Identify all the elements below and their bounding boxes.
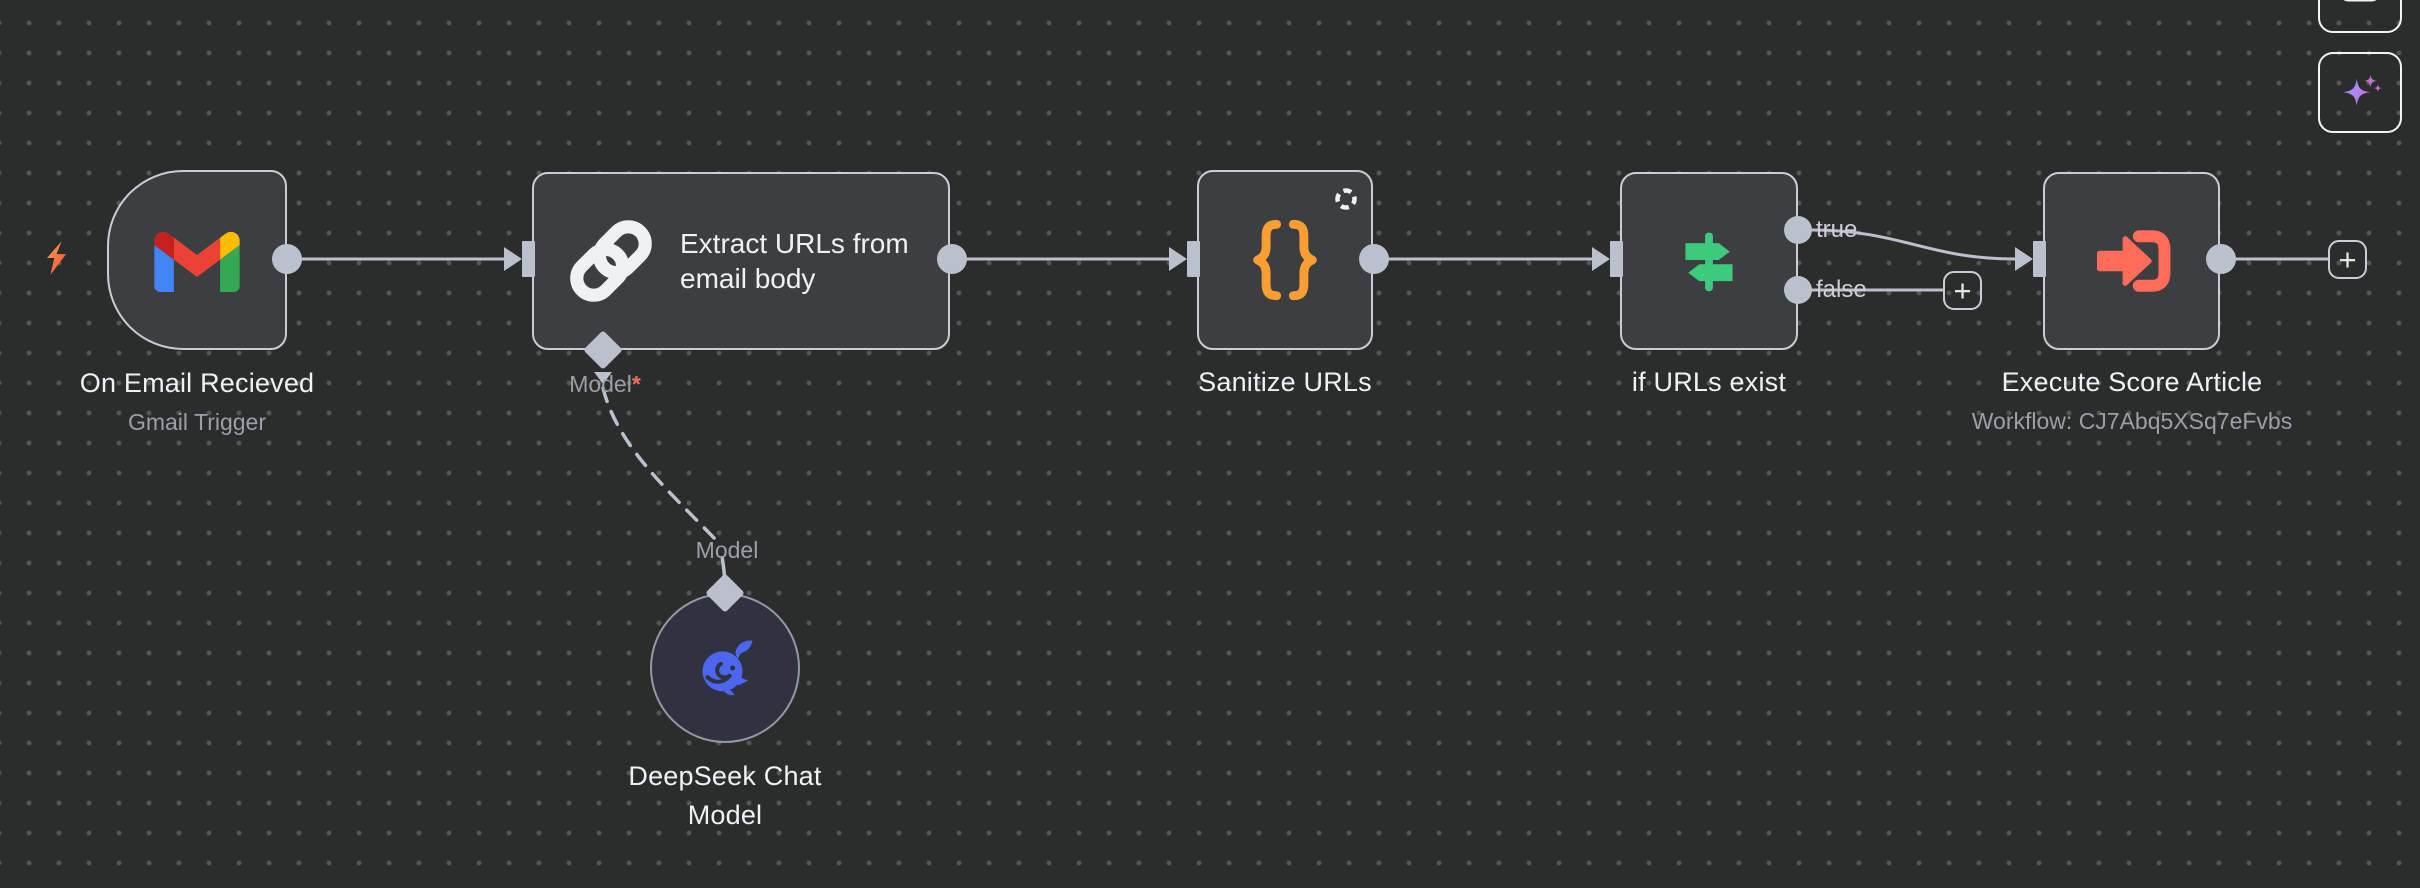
ai-sparkle-icon [2342,73,2382,106]
connection-extract-sanitize [952,241,1200,277]
output-port-gmail[interactable] [272,244,302,274]
if-false-port-label: false [1816,276,1867,303]
output-port-extract[interactable] [937,244,967,274]
node-sanitize-urls[interactable] [1197,170,1373,350]
trigger-bolt-icon [42,240,70,281]
output-port-if-false[interactable] [1784,276,1812,304]
node-gmail-trigger[interactable] [107,170,287,350]
deepseek-model-port-label: Model [695,537,759,563]
node-subtitle-gmail: Gmail Trigger [127,409,267,435]
link-icon [570,220,652,302]
code-braces-icon [1253,219,1317,301]
connection-sanitize-if [1374,241,1623,277]
node-title-extract: Extract URLs from email body [680,228,909,294]
execute-workflow-icon [2096,230,2170,292]
deepseek-whale-icon [702,640,753,696]
node-subtitle-execute: Workflow: CJ7Abq5XSq7eFvbs [1971,408,2293,434]
model-port-label: Model* [569,371,641,397]
node-if-urls-exist[interactable] [1620,172,1798,350]
node-title-execute: Execute Score Article [2001,367,2263,397]
node-title-gmail: On Email Recieved [79,368,315,398]
add-node-button-false-branch[interactable]: + [1943,271,1982,310]
tidy-up-button[interactable] [2318,0,2402,33]
node-execute-score-article[interactable] [2043,172,2220,350]
node-deepseek-chat-model[interactable] [650,593,800,743]
connection-gmail-extract [287,241,535,277]
ai-assistant-button[interactable] [2318,52,2402,133]
if-true-port-label: true [1816,216,1858,243]
add-node-button-execute-output[interactable]: + [2328,240,2367,279]
node-title-deepseek: DeepSeek Chat Model [628,761,822,830]
output-port-sanitize[interactable] [1359,244,1389,274]
output-port-execute[interactable] [2206,244,2236,274]
node-title-if: if URLs exist [1631,367,1787,397]
gmail-icon [154,231,240,292]
tidy-up-icon [2343,0,2377,2]
output-port-if-true[interactable] [1784,216,1812,244]
node-status-icon [1334,187,1358,216]
node-title-sanitize: Sanitize URLs [1198,367,1372,397]
node-extract-urls[interactable]: Extract URLs from email body [532,172,950,350]
signpost-icon [1685,232,1733,292]
